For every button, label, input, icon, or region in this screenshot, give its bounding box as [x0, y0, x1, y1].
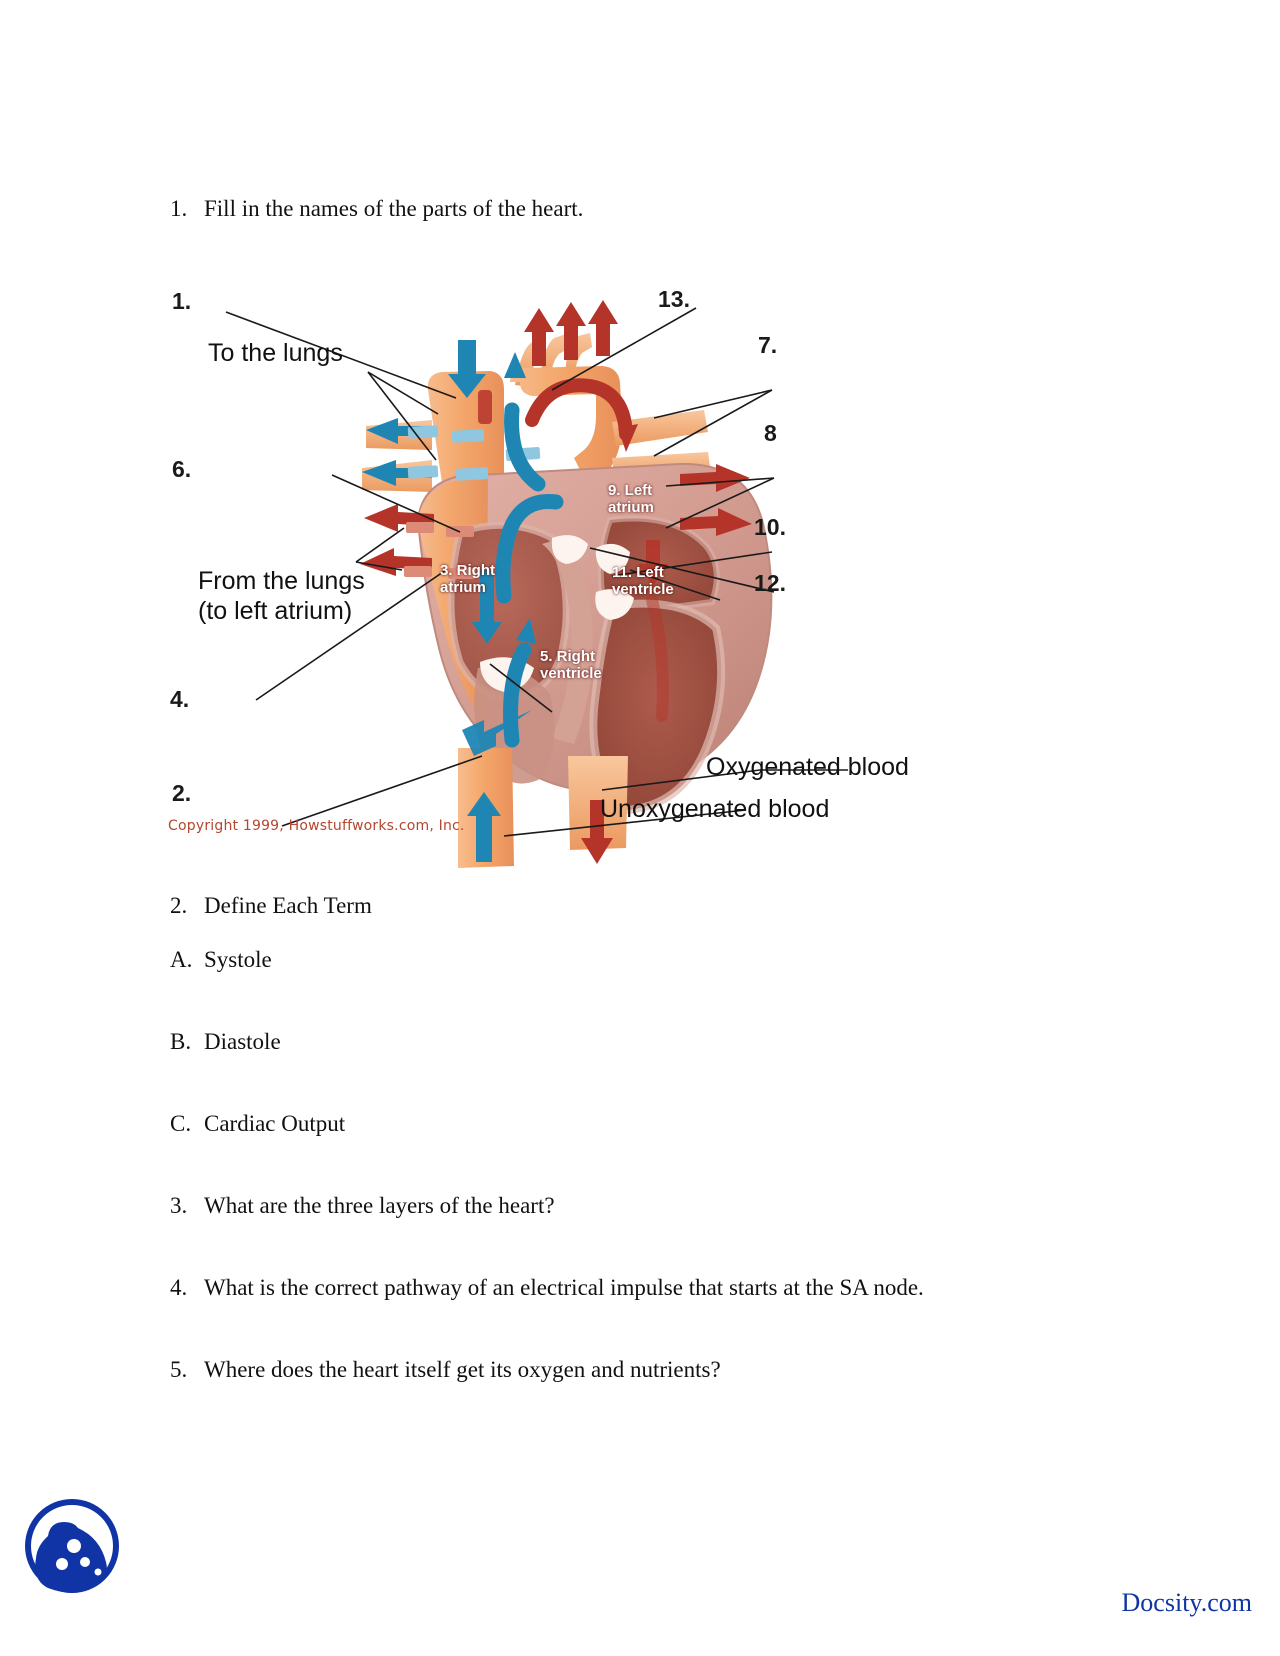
- blank-1[interactable]: 1.: [172, 288, 192, 314]
- chamber-label-right-ventricle: 5. Right ventricle: [540, 648, 602, 682]
- blank-6[interactable]: 6.: [172, 456, 192, 482]
- question-text: What are the three layers of the heart?: [204, 1193, 555, 1218]
- chamber-label-line2: ventricle: [540, 665, 602, 682]
- question-item-a: A. Systole: [170, 946, 272, 974]
- chamber-label-line2: ventricle: [612, 581, 674, 598]
- question-item-1: 1. Fill in the names of the parts of the …: [170, 195, 583, 223]
- leader-lines: [225, 307, 848, 837]
- chamber-label-line2: atrium: [440, 579, 486, 596]
- chamber-label-right-atrium: 3. Right atrium: [440, 562, 495, 596]
- question-number: 4.: [170, 1275, 188, 1300]
- heart-diagram: 3. Right atrium 9. Left atrium 5. Right …: [160, 270, 960, 880]
- blank-8[interactable]: 8: [764, 420, 777, 446]
- figure-label-oxygenated-blood: Oxygenated blood: [706, 753, 909, 781]
- question-item-4: 4. What is the correct pathway of an elec…: [170, 1274, 924, 1302]
- heart-illustration: [225, 300, 848, 868]
- chamber-label-line1: 11. Left: [612, 564, 664, 581]
- blank-10[interactable]: 10.: [754, 514, 786, 540]
- chamber-label-line1: 5. Right: [540, 648, 595, 665]
- question-item-3: 3. What are the three layers of the heart…: [170, 1192, 555, 1220]
- question-number: 1.: [170, 196, 188, 221]
- question-item-b: B. Diastole: [170, 1028, 281, 1056]
- docsity-logo-icon: [25, 1499, 119, 1593]
- question-text: What is the correct pathway of an electr…: [204, 1275, 924, 1300]
- figure-label-to-the-lungs: To the lungs: [208, 339, 343, 367]
- question-text: Systole: [204, 947, 272, 972]
- figure-copyright: Copyright 1999, Howstuffworks.com, Inc.: [168, 818, 465, 834]
- blank-2[interactable]: 2.: [172, 780, 192, 806]
- chamber-label-line1: 9. Left: [608, 482, 653, 499]
- chamber-label-left-ventricle: 11. Left ventricle: [612, 564, 674, 598]
- docsity-logo[interactable]: [22, 1496, 122, 1596]
- question-text: Cardiac Output: [204, 1111, 346, 1136]
- question-item-2: 2. Define Each Term: [170, 892, 372, 920]
- question-number: 5.: [170, 1357, 188, 1382]
- question-text: Where does the heart itself get its oxyg…: [204, 1357, 721, 1382]
- question-item-c: C. Cardiac Output: [170, 1110, 345, 1138]
- blue-arrow-top: [448, 340, 486, 398]
- question-number: B.: [170, 1029, 192, 1054]
- figure-label-unoxygenated-blood: Unoxygenated blood: [600, 795, 830, 823]
- footer-brand[interactable]: Docsity.com: [1121, 1588, 1252, 1617]
- question-number: C.: [170, 1111, 192, 1136]
- figure-label-from-the-lungs: From the lungs: [198, 567, 365, 595]
- blank-12[interactable]: 12.: [754, 570, 786, 596]
- chamber-label-left-atrium: 9. Left atrium: [608, 482, 654, 516]
- question-item-5: 5. Where does the heart itself get its ox…: [170, 1356, 721, 1384]
- blank-4[interactable]: 4.: [170, 686, 190, 712]
- figure-label-from-the-lungs-detail: (to left atrium): [198, 597, 353, 625]
- question-text: Diastole: [204, 1029, 281, 1054]
- blank-13[interactable]: 13.: [658, 286, 690, 312]
- question-text: Define Each Term: [204, 893, 372, 918]
- question-number: 2.: [170, 893, 188, 918]
- question-number: A.: [170, 947, 193, 972]
- chamber-label-line2: atrium: [608, 499, 654, 516]
- chamber-label-line1: 3. Right: [440, 562, 495, 579]
- blank-7[interactable]: 7.: [758, 332, 778, 358]
- question-number: 3.: [170, 1193, 188, 1218]
- question-text: Fill in the names of the parts of the he…: [204, 196, 584, 221]
